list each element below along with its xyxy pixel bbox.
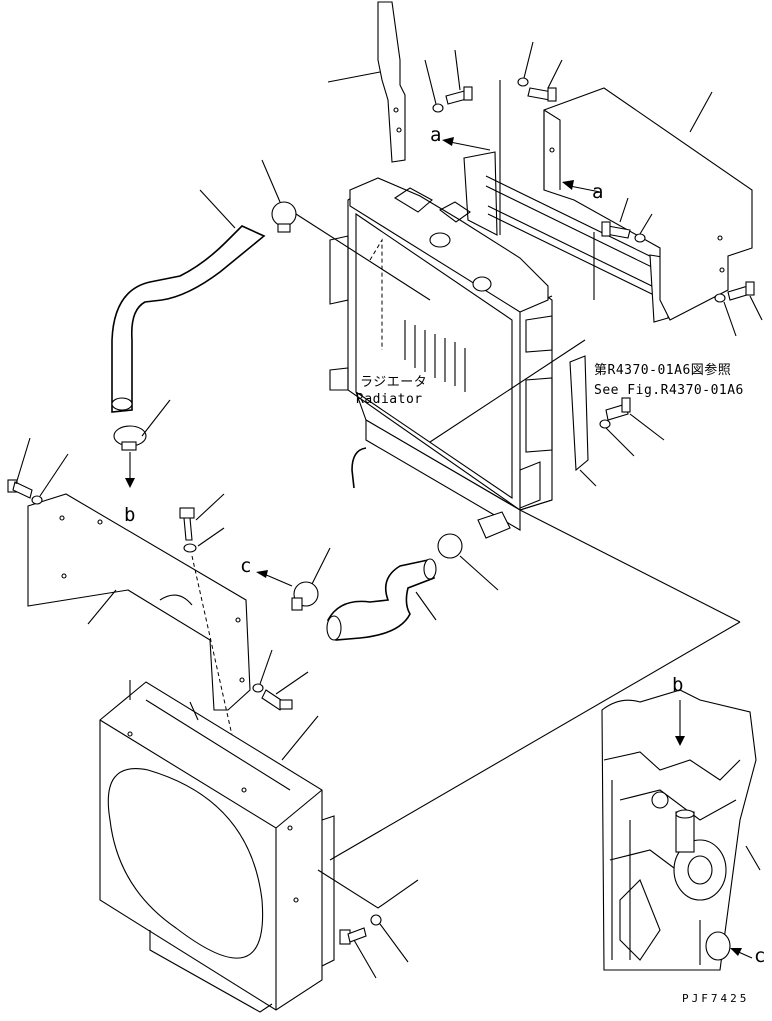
lower-clamp-b [113,399,171,488]
side-seal-plate [569,355,665,487]
lower-hose-clamp-right [437,533,499,591]
arrow-label-c-left: c [240,555,252,577]
arrow-label-c-inset: c [754,945,766,967]
radiator-label-en: Radiator [356,392,423,407]
left-shroud-plate [27,493,251,711]
top-bolts [424,41,563,113]
arrow-label-a-right: a [592,181,604,203]
lower-hose [326,558,437,641]
reference-label-en: See Fig.R4370-01A6 [594,383,744,398]
fan-shroud [99,680,335,1013]
reference-label-jp: 第R4370-01A6図参照 [594,363,732,378]
top-bracket-plate [327,1,406,163]
upper-shroud-cover [543,87,753,321]
lower-hose-clamp-c [256,547,331,611]
engine-inset [601,689,757,971]
arrow-label-b-left: b [124,504,136,526]
radiator-core [329,177,586,539]
upper-hose-clamp [261,159,431,301]
arrow-a-top [442,137,491,151]
drawing-code: PJF7425 [682,992,750,1005]
radiator-label-jp: ラジエータ [360,375,428,390]
arrow-label-a-top: a [430,124,442,146]
shroud-bottom-bolts [317,869,419,979]
shroud-mid-bolts [252,649,309,711]
stay-bolts [601,197,763,337]
arrow-label-b-inset: b [672,674,684,696]
left-shroud-bolts [7,437,69,505]
upper-hose [111,189,266,413]
